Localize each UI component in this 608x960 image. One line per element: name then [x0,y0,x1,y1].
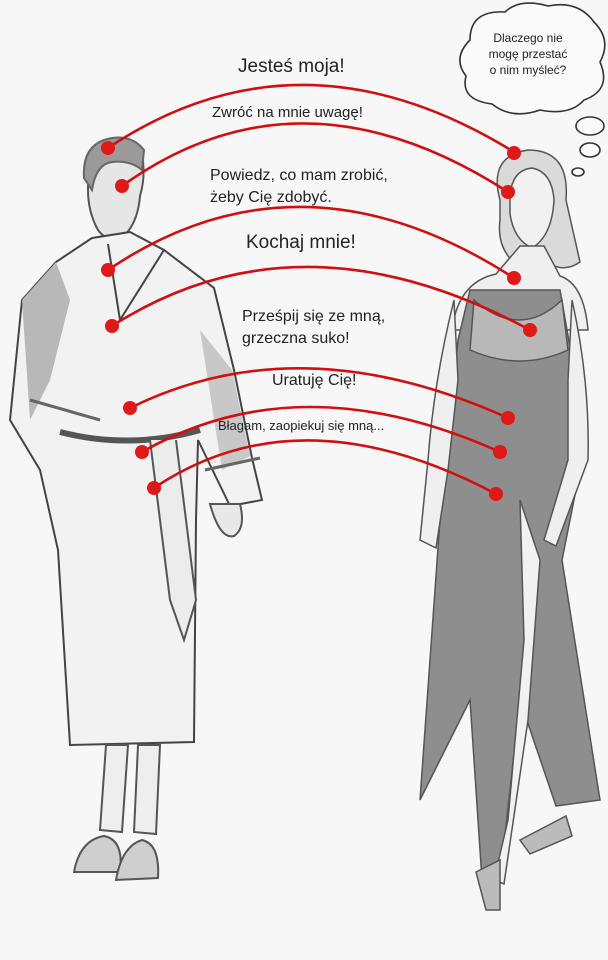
phrase-kochaj: Kochaj mnie! [246,232,356,253]
thought-bubble [459,2,606,177]
man-slipper [114,838,160,882]
phrase-jestes-moja: Jesteś moja! [238,56,345,77]
connection-arcs [107,83,531,496]
thought-cloud [459,2,606,115]
man-hand [208,503,243,538]
dot [501,411,515,425]
thought-text: Dlaczego nie mogę przestać o nim myśleć? [488,31,568,77]
woman-figure [419,149,601,911]
connection-dots [101,141,537,501]
arc-jestes-moja [107,83,515,154]
dot [123,401,137,415]
dot [105,319,119,333]
thought-puff [575,116,605,136]
phrase-uratuje: Uratuję Cię! [272,372,357,389]
man-robe-stripe [204,456,261,472]
man-robe-stripe [29,398,101,422]
dot [501,185,515,199]
man-hair [82,136,146,193]
man-slipper [72,834,122,873]
arc-kochaj [111,265,531,332]
woman-shoe [475,858,501,911]
man-robe-shading-right [200,330,250,470]
woman-shoe [518,814,573,855]
phrase-powiedz: Powiedz, co mam zrobić, żeby Cię zdobyć. [210,167,388,206]
arc-powiedz [107,205,515,280]
woman-arm [419,299,459,550]
man-leg [98,744,130,834]
woman-arm [543,299,589,548]
dot [147,481,161,495]
arc-zwroc-uwage [121,122,509,194]
dot [507,146,521,160]
arc-przespij [129,367,509,420]
thought-puff [579,142,601,158]
dot [101,141,115,155]
woman-face [509,167,555,249]
dot [489,487,503,501]
dot [493,445,507,459]
arc-blagam [153,439,497,496]
phrase-przespij: Prześpij się ze mną, grzeczna suko! [242,308,386,347]
thought-puff [571,167,585,177]
phrase-zwroc-uwage: Zwróć na mnie uwagę! [212,104,363,121]
dot [507,271,521,285]
man-robe-shading-left [22,262,70,420]
arc-uratuje [141,405,501,454]
man-belt-tie [149,439,198,644]
dot [101,263,115,277]
phrase-blagam: Błagam, zaopiekuj się mną... [218,418,385,433]
man-figure [8,136,264,882]
dot [115,179,129,193]
man-belt [59,427,201,444]
dot [135,445,149,459]
man-leg [132,744,162,836]
dot [523,323,537,337]
